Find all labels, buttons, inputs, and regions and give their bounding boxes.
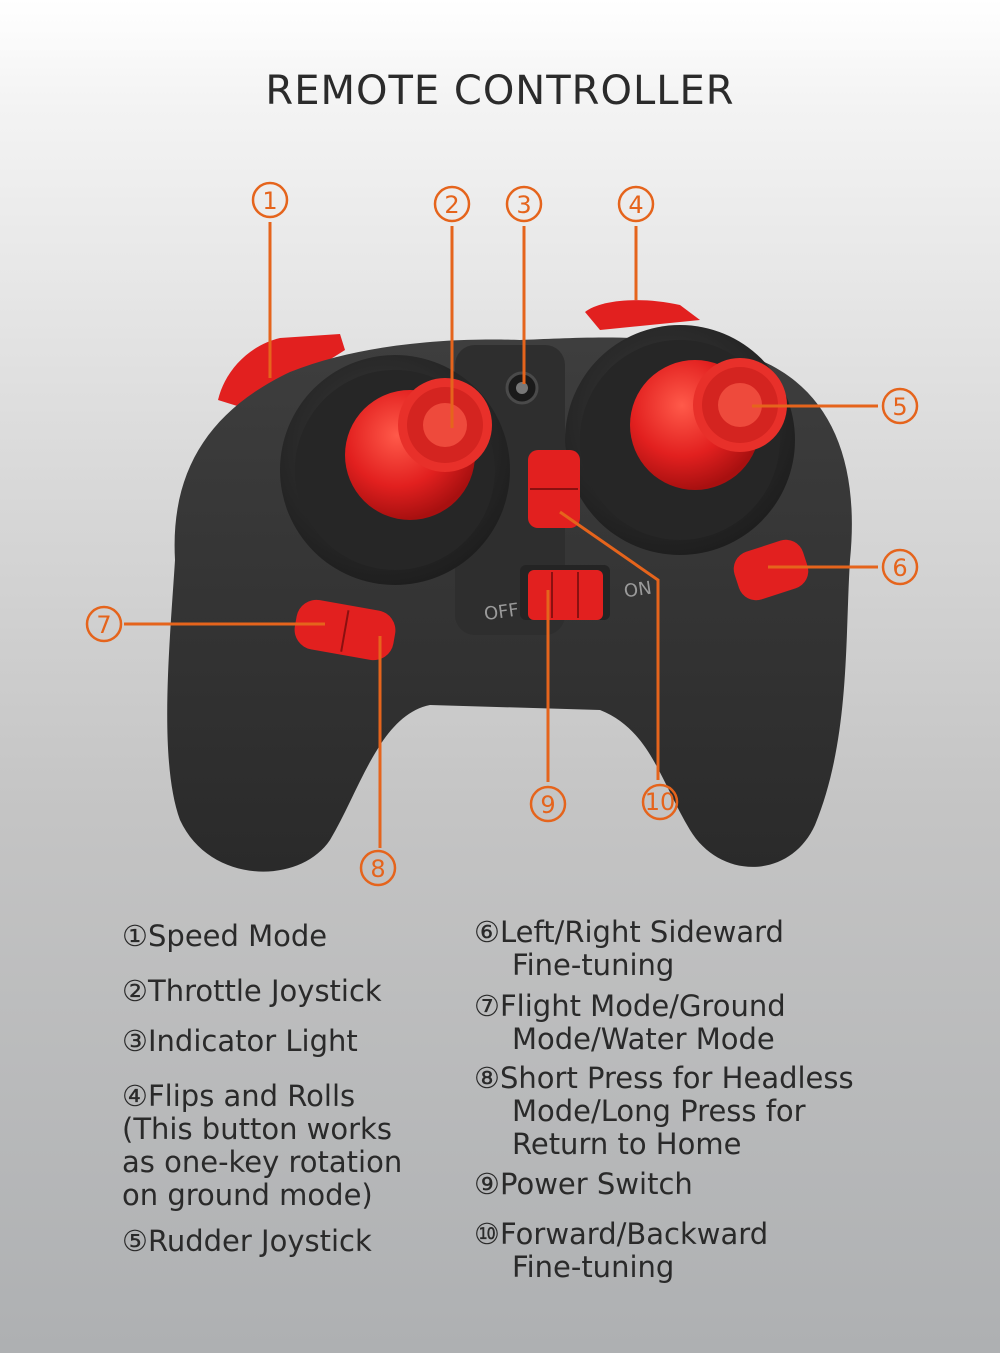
callout-1: 1 bbox=[251, 181, 289, 219]
throttle-joystick bbox=[345, 378, 492, 520]
legend-item-continuation: Mode/Long Press for bbox=[512, 1094, 806, 1128]
callout-9: 9 bbox=[529, 785, 567, 823]
legend-item-continuation: (This button works bbox=[122, 1112, 392, 1146]
svg-text:3: 3 bbox=[516, 191, 531, 219]
callout-lines bbox=[124, 222, 878, 848]
legend-item-label: ④ Flips and Rolls bbox=[122, 1079, 356, 1113]
svg-text:9: 9 bbox=[540, 791, 555, 819]
legend-item-label: ⑧ Short Press for Headless bbox=[474, 1061, 854, 1095]
controller-diagram: OFF ON 1 2 3 4 5 6 7 bbox=[85, 181, 919, 887]
legend-item: ② Throttle Joystick bbox=[122, 975, 382, 1008]
legend-item: ① Speed Mode bbox=[122, 920, 327, 953]
power-switch bbox=[528, 570, 603, 620]
legend-item: ⑤ Rudder Joystick bbox=[122, 1225, 372, 1258]
legend-item-label: ⑨ Power Switch bbox=[474, 1167, 693, 1201]
callout-2: 2 bbox=[433, 185, 471, 223]
legend-item-label: ⑤ Rudder Joystick bbox=[122, 1224, 372, 1258]
flip-shoulder-button bbox=[585, 300, 700, 330]
callout-10: 10 bbox=[641, 783, 679, 821]
legend-item-number: ① bbox=[122, 919, 148, 953]
svg-text:8: 8 bbox=[370, 855, 385, 883]
legend-item-label: ⑥ Left/Right Sideward bbox=[474, 915, 784, 949]
speed-mode-shoulder-button bbox=[218, 334, 345, 410]
on-label: ON bbox=[623, 578, 653, 603]
legend-item-label: ① Speed Mode bbox=[122, 919, 328, 953]
legend-item-number: ⑥ bbox=[474, 915, 500, 949]
legend-item-number: ② bbox=[122, 974, 148, 1008]
legend-item-number: ③ bbox=[122, 1024, 148, 1058]
legend-item: ③ Indicator Light bbox=[122, 1025, 358, 1058]
legend-item-label: ⑦ Flight Mode/Ground bbox=[474, 989, 786, 1023]
legend-item-continuation: Return to Home bbox=[512, 1127, 742, 1161]
svg-text:5: 5 bbox=[892, 393, 907, 421]
legend-item-continuation: as one-key rotation bbox=[122, 1145, 403, 1179]
svg-text:10: 10 bbox=[645, 788, 676, 816]
legend-item-label: ③ Indicator Light bbox=[122, 1024, 358, 1058]
callout-3: 3 bbox=[505, 185, 543, 223]
off-label: OFF bbox=[483, 599, 520, 625]
callout-8: 8 bbox=[359, 849, 397, 887]
legend-item-number: ⑧ bbox=[474, 1061, 500, 1095]
callout-4: 4 bbox=[617, 185, 655, 223]
legend-item-number: ⑤ bbox=[122, 1224, 148, 1258]
legend-item-label: ② Throttle Joystick bbox=[122, 974, 382, 1008]
page-title: REMOTE CONTROLLER bbox=[265, 68, 735, 114]
svg-text:1: 1 bbox=[262, 187, 277, 215]
legend-item-number: ⑩ bbox=[474, 1217, 500, 1251]
legend-item-number: ⑨ bbox=[474, 1167, 500, 1201]
legend-item-number: ④ bbox=[122, 1079, 148, 1113]
legend-item-continuation: Fine-tuning bbox=[512, 1250, 675, 1284]
legend-item-continuation: Fine-tuning bbox=[512, 948, 675, 982]
rudder-joystick bbox=[630, 358, 787, 490]
legend-item-label: ⑩ Forward/Backward bbox=[474, 1217, 769, 1251]
callout-5: 5 bbox=[881, 387, 919, 425]
svg-text:4: 4 bbox=[628, 191, 643, 219]
legend-item-continuation: on ground mode) bbox=[122, 1178, 373, 1212]
legend-item: ⑨ Power Switch bbox=[474, 1168, 693, 1201]
callout-7: 7 bbox=[85, 605, 123, 643]
sideward-trim-button bbox=[733, 539, 809, 601]
svg-text:7: 7 bbox=[96, 611, 111, 639]
legend-item-number: ⑦ bbox=[474, 989, 500, 1023]
legend-item-continuation: Mode/Water Mode bbox=[512, 1022, 775, 1056]
svg-text:6: 6 bbox=[892, 554, 907, 582]
callout-6: 6 bbox=[881, 548, 919, 586]
svg-text:2: 2 bbox=[444, 191, 459, 219]
